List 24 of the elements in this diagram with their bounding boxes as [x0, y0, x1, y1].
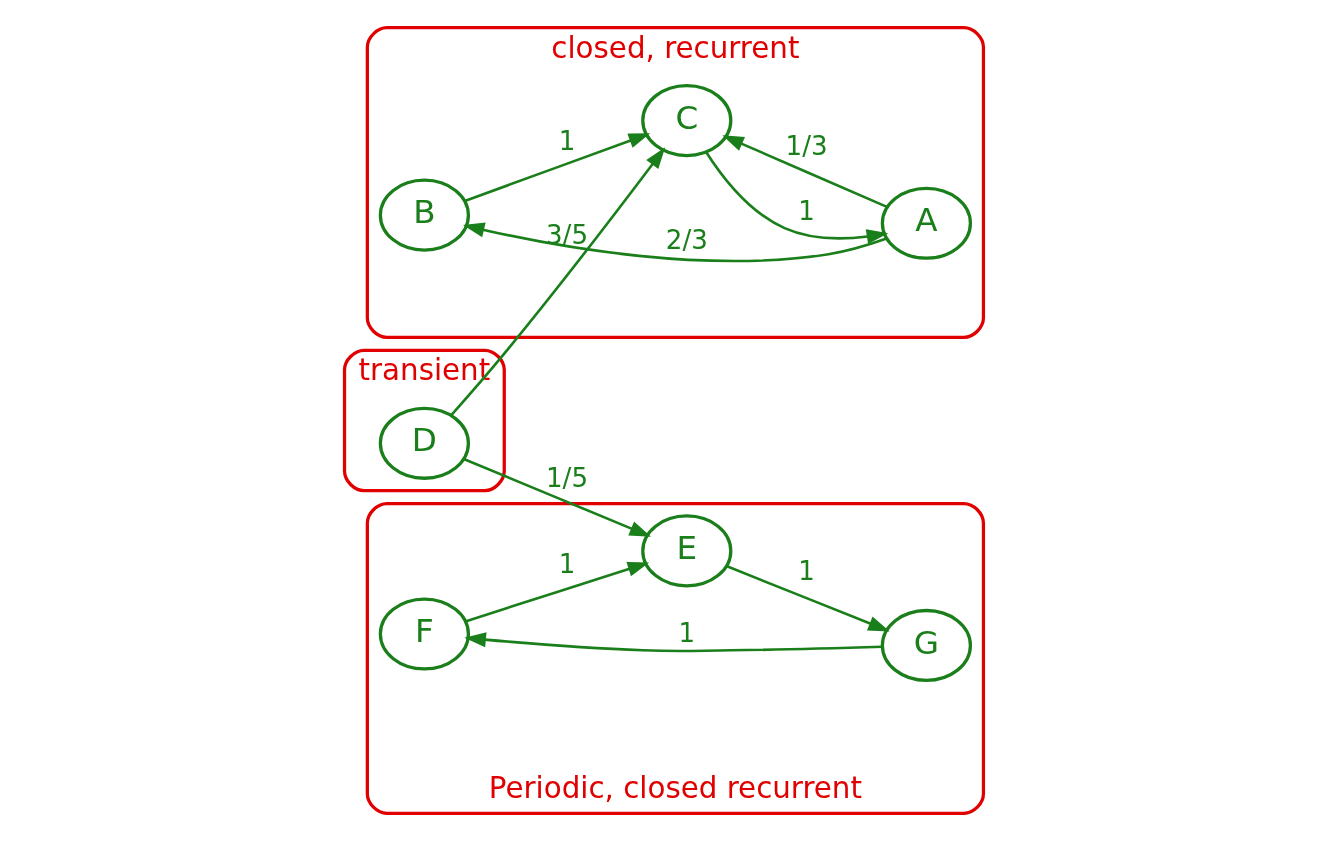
edge-label: 1	[558, 125, 576, 156]
node-ellipse: D	[378, 406, 470, 480]
node-ellipse: C	[641, 84, 733, 158]
node-ellipse: F	[378, 597, 470, 671]
edge-label: 1	[678, 617, 696, 648]
arrow	[462, 222, 888, 263]
node-ellipse: G	[880, 608, 973, 682]
node-ellipse: E	[641, 514, 733, 588]
edge-label: 1/5	[546, 463, 588, 493]
arrow	[463, 457, 652, 537]
arrow	[722, 135, 888, 209]
arrow	[725, 564, 890, 632]
node-ellipse: A	[880, 186, 973, 260]
node-ellipse: B	[378, 178, 470, 252]
edge-label: 2/3	[665, 225, 708, 256]
arrow	[464, 632, 883, 653]
edge-label: 1/3	[785, 130, 828, 161]
arrow	[450, 147, 666, 417]
arrow	[464, 133, 651, 203]
edge-label: 1	[798, 555, 815, 586]
arrow	[465, 561, 650, 623]
arrow	[704, 151, 889, 245]
edge-label: 1	[558, 549, 576, 580]
edge-label: 1	[798, 195, 815, 226]
